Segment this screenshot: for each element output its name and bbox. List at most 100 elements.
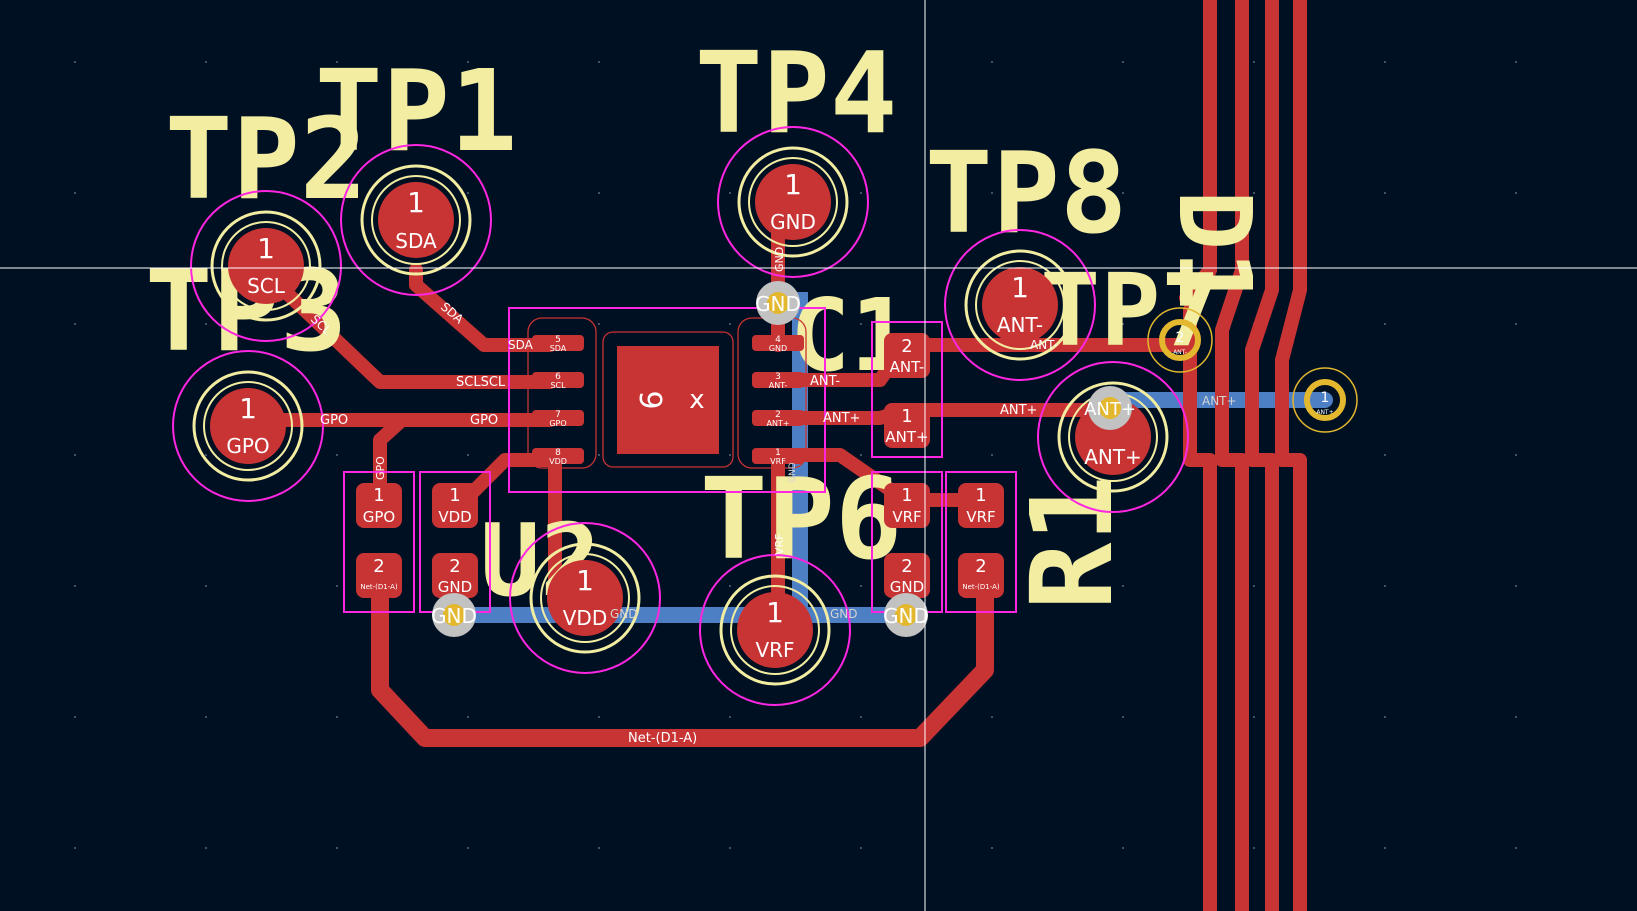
part-ant-match[interactable]: 2 ANT- 1 ANT+ <box>884 333 930 448</box>
tp2-pad[interactable]: 1 SCL <box>210 210 322 322</box>
tp4-copper <box>755 164 831 240</box>
pad-net: Net-(D1-A) <box>962 583 1000 591</box>
part-c-vrf[interactable]: 1 VRF 2 GND <box>884 483 930 598</box>
u2-pin-3[interactable]: 3 ANT- <box>752 372 804 390</box>
track-labels: SDA SCL SCLSCL GPO GPO GPO SDA GND ANT- … <box>308 247 1237 746</box>
tp8-pad[interactable]: 1 ANT- <box>964 249 1076 361</box>
u2-pin-8[interactable]: 8 VDD <box>532 448 584 466</box>
label-vrf-vert: VRF <box>773 534 786 556</box>
tp1-pad-net: SDA <box>395 229 437 253</box>
pad-net: ANT- <box>890 358 925 376</box>
silkscreen-layer: TP1 TP2 TP3 TP4 TP8 TP6 U2 R1 TP7 C1 D1 <box>145 29 1273 619</box>
part-r1[interactable]: 1 VRF 2 Net-(D1-A) <box>958 483 1004 598</box>
conn-pad-ant-plus[interactable]: 1 ANT+ <box>1292 367 1358 433</box>
u2-exposed-pad[interactable] <box>617 346 719 454</box>
tp1-pad-number: 1 <box>407 186 425 219</box>
courtyard-r1 <box>945 471 1017 613</box>
part-d1[interactable]: 1 GPO 2 Net-(D1-A) <box>356 483 402 598</box>
via-ant-plus[interactable]: ANT+ <box>1084 386 1136 430</box>
u2-pin-6[interactable]: 6 SCL <box>532 372 584 390</box>
tp4-pad[interactable]: 1 GND <box>737 146 849 258</box>
ref-tp1: TP1 <box>315 47 517 177</box>
label-gpo-vert: GPO <box>374 456 387 480</box>
conn-ring <box>1159 319 1201 361</box>
pad-1[interactable] <box>884 403 930 448</box>
ref-tp6: TP6 <box>700 455 902 585</box>
tp1-copper <box>378 182 454 258</box>
via-gnd-right[interactable]: GND <box>883 593 929 637</box>
track-ant-minus-join[interactable] <box>1179 263 1217 305</box>
pad-net: VRF <box>892 508 921 526</box>
pad-2[interactable] <box>958 553 1004 598</box>
tp5-silk-ring <box>529 542 641 654</box>
label-ant-plus-back: ANT+ <box>1202 394 1237 408</box>
label-gpo-right: GPO <box>470 413 498 428</box>
courtyard-tp7 <box>1037 361 1189 513</box>
track-sda[interactable] <box>409 263 557 352</box>
courtyard-tp6 <box>699 554 851 706</box>
track-bus-2[interactable] <box>1215 0 1249 911</box>
conn-pad-net: ANT- <box>1173 349 1187 356</box>
conn-courtyard <box>1147 307 1213 373</box>
tp3-pad-number: 1 <box>239 392 257 425</box>
label-ant-minus-h: ANT- <box>810 374 840 389</box>
pad-2[interactable] <box>356 553 402 598</box>
u2-x-mark: x <box>689 385 704 415</box>
part-c-vdd[interactable]: 1 VDD 2 GND <box>432 483 478 598</box>
track-bus-4[interactable] <box>1275 0 1307 911</box>
label-gnd-bottom2: GND <box>610 607 638 621</box>
via-net: ANT+ <box>1084 399 1136 420</box>
track-bus-3[interactable] <box>1245 0 1279 911</box>
via-gnd-top[interactable]: GND <box>755 281 801 325</box>
courtyard-tp8 <box>944 229 1096 381</box>
u2-pin-copper <box>752 372 804 388</box>
pad-1[interactable] <box>958 483 1004 528</box>
conn-pad-net: ANT+ <box>1316 409 1333 416</box>
tp6-pad[interactable]: 1 VRF <box>719 574 831 686</box>
tp1-pad[interactable]: 1 SDA <box>360 164 472 276</box>
pad-2[interactable] <box>432 553 478 598</box>
u2-pin-copper <box>752 448 804 464</box>
u2-footprint[interactable]: 9 x 5 SDA 6 SCL 7 GPO 8 VDD 4 GND <box>532 335 804 466</box>
tp3-pad[interactable]: 1 GPO <box>192 370 304 482</box>
u2-pin-number: 8 <box>555 448 561 458</box>
vias: GND GND GND ANT+ <box>431 281 1136 637</box>
u2-pin-copper <box>532 335 584 351</box>
pad-2[interactable] <box>884 553 930 598</box>
label-ant-plus-long: ANT+ <box>1000 403 1037 418</box>
u2-pin-4[interactable]: 4 GND <box>752 335 804 353</box>
u2-pin-1[interactable]: 1 VRF <box>752 448 804 466</box>
pad-2[interactable] <box>884 333 930 378</box>
pad-1[interactable] <box>432 483 478 528</box>
pad-net: GPO <box>363 508 395 526</box>
u2-pin-number: 5 <box>555 335 561 345</box>
pad-1[interactable] <box>356 483 402 528</box>
tp3-silk-ring <box>192 370 304 482</box>
tp3-silk-inner <box>203 381 293 471</box>
u2-pin-5[interactable]: 5 SDA <box>532 335 584 353</box>
via-gnd-left[interactable]: GND <box>431 593 477 637</box>
pad-number: 2 <box>975 556 986 577</box>
tp2-silk-inner <box>221 221 311 311</box>
pad-number: 2 <box>449 556 460 577</box>
courtyard-tp1 <box>340 144 492 296</box>
track-bus-1[interactable] <box>1183 0 1217 911</box>
u2-pin-net: SCL <box>550 381 566 390</box>
pad-net: Net-(D1-A) <box>360 583 398 591</box>
pad-number: 2 <box>901 336 912 357</box>
u2-pin-7[interactable]: 7 GPO <box>532 410 584 428</box>
via-hole <box>895 604 917 626</box>
u2-pin-copper <box>532 372 584 388</box>
track-net-d1a[interactable] <box>371 566 994 747</box>
u2-pin-2[interactable]: 2 ANT+ <box>752 410 804 428</box>
tp5-pad[interactable]: 1 VDD <box>529 542 641 654</box>
pad-1[interactable] <box>884 483 930 528</box>
smd-parts: 2 ANT- 1 ANT+ 1 GPO 2 Net-(D1-A) 1 VDD 2… <box>356 333 1004 598</box>
conn-pad-ant-minus[interactable]: 2 ANT- <box>1147 307 1213 373</box>
tp3-pad-net: GPO <box>226 434 269 458</box>
tp8-copper <box>982 267 1058 343</box>
track-scl[interactable] <box>261 268 557 389</box>
